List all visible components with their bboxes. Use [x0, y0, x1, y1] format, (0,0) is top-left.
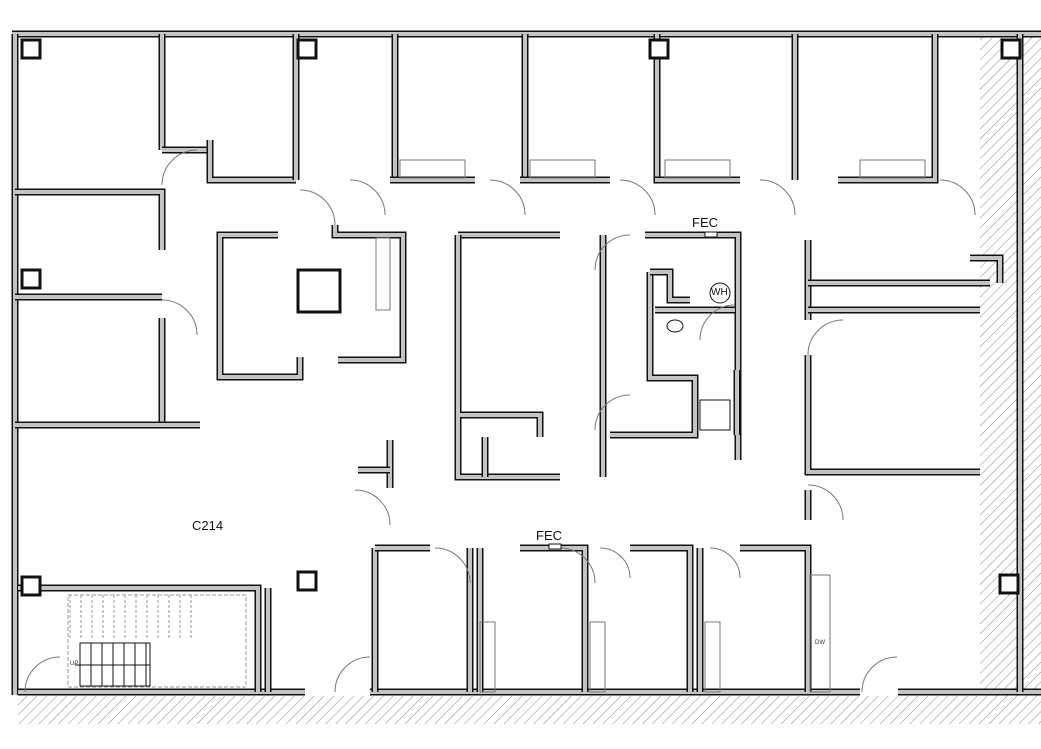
exterior-hatch-bottom — [18, 696, 1041, 724]
wall — [18, 584, 262, 692]
column — [296, 38, 318, 60]
fixtures — [20, 38, 1022, 693]
walls — [11, 30, 1041, 696]
wall-fill — [610, 272, 697, 437]
water-heater-icon — [709, 282, 731, 304]
wall-fill — [523, 34, 610, 182]
column — [1000, 38, 1022, 60]
column — [296, 570, 318, 592]
door-swing — [939, 179, 976, 216]
cabinet — [704, 621, 721, 693]
dishwasher-counter — [809, 574, 831, 693]
door-swing — [161, 299, 198, 336]
wall-fill — [218, 233, 302, 379]
door-swing — [349, 179, 386, 216]
wall — [391, 34, 470, 184]
desk — [399, 159, 466, 179]
door-swing — [24, 656, 61, 693]
wall — [610, 272, 699, 439]
wall-fill — [456, 235, 560, 479]
door-swing — [334, 656, 371, 693]
wall — [460, 411, 544, 437]
counter — [375, 237, 391, 311]
column — [296, 268, 342, 314]
wall-fill — [208, 140, 296, 182]
wall — [520, 544, 589, 692]
column — [20, 38, 42, 60]
toilet-icon — [666, 319, 684, 333]
wall-fill — [740, 546, 810, 692]
wall-fill — [18, 586, 260, 692]
room-label-c214: C214 — [192, 518, 224, 533]
desk — [664, 159, 731, 179]
wall — [206, 140, 296, 184]
door-swing — [861, 656, 898, 693]
wall-fill — [460, 413, 542, 437]
door-swing — [161, 149, 198, 186]
column — [20, 575, 42, 597]
wall — [521, 34, 610, 184]
column — [20, 268, 42, 290]
wall-fill — [650, 270, 690, 302]
wall — [630, 544, 694, 692]
wall-fill — [838, 34, 937, 182]
desk — [529, 159, 596, 179]
stair-up-label: UP — [70, 661, 79, 667]
wall-fill — [970, 256, 1002, 283]
wall — [454, 235, 560, 481]
desk — [859, 159, 926, 179]
door-swing — [759, 179, 796, 216]
cabinet — [479, 621, 496, 693]
wall — [216, 231, 304, 381]
wall-fill — [806, 355, 980, 474]
door-swing — [619, 179, 656, 216]
wall-fill — [630, 546, 692, 692]
door-swing — [594, 394, 631, 431]
fec-label-bottom: FEC — [536, 528, 562, 543]
column — [998, 573, 1020, 595]
door-swing — [489, 179, 526, 216]
door-swing — [807, 319, 844, 356]
door-swing — [559, 547, 596, 584]
shower-icon — [699, 399, 731, 431]
stair-outline — [67, 594, 247, 688]
exterior-hatch-right — [980, 34, 1041, 696]
column — [648, 38, 670, 60]
door-swing — [599, 547, 631, 579]
wall-fill — [393, 34, 470, 182]
door-swing — [299, 189, 336, 226]
door-swing — [699, 304, 736, 341]
door-swing — [594, 234, 631, 271]
door-swing — [709, 547, 741, 579]
wall — [804, 355, 980, 476]
wall — [331, 225, 407, 364]
wall-fill — [333, 225, 405, 362]
cabinet — [589, 621, 606, 693]
fec-icon-bottom — [548, 543, 562, 550]
door-swings — [24, 149, 976, 693]
door-swing — [354, 489, 391, 526]
door-swing — [807, 484, 844, 521]
water-heater-label: WH — [711, 287, 728, 298]
wall — [740, 544, 812, 692]
wall-fill — [520, 546, 587, 692]
fec-icon-top — [704, 231, 718, 238]
fec-label-top: FEC — [692, 215, 718, 230]
dishwasher-label: DW — [815, 640, 825, 646]
door-swing — [434, 547, 471, 584]
wall — [15, 188, 166, 250]
wall — [838, 34, 939, 184]
wall-fill — [15, 190, 164, 250]
